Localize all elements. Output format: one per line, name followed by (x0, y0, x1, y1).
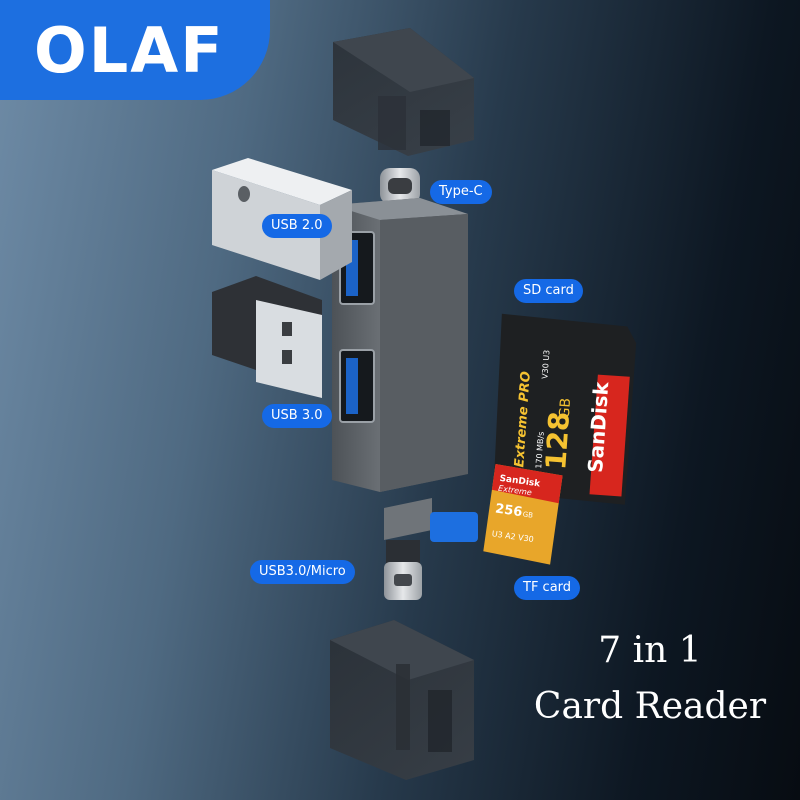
sd-speed: 170 MB/s (534, 431, 546, 469)
label-tf-card: TF card (514, 576, 581, 600)
type-c-connector (380, 168, 420, 204)
sd-capacity: 128 (539, 410, 576, 471)
tf-capacity: 256 (494, 502, 523, 521)
sd-card: SanDisk 128 GB Extreme PRO 170 MB/s V30 … (493, 313, 637, 505)
label-usb-micro: USB3.0/Micro (250, 560, 355, 584)
tf-card: SanDisk Extreme 256 GB U3 A2 V30 (483, 464, 563, 565)
top-cap (333, 28, 474, 156)
label-type-c: Type-C (430, 180, 492, 204)
sd-unit: GB (557, 397, 574, 419)
logo-text: OLAF (34, 13, 225, 87)
label-usb-3: USB 3.0 (262, 404, 332, 428)
sd-marks: V30 U3 (540, 350, 551, 380)
micro-usb-connector (384, 498, 478, 600)
usb-3-plug (212, 276, 322, 398)
headline-line-1: 7 in 1 (598, 630, 702, 671)
sd-line: Extreme PRO (512, 371, 534, 468)
brand-logo: OLAF (0, 0, 270, 100)
label-usb-2: USB 2.0 (262, 214, 332, 238)
headline-line-2: Card Reader (533, 686, 767, 727)
hub-body (332, 198, 468, 492)
bottom-cap (330, 620, 474, 780)
label-sd-card: SD card (514, 279, 583, 303)
tf-unit: GB (522, 510, 533, 519)
